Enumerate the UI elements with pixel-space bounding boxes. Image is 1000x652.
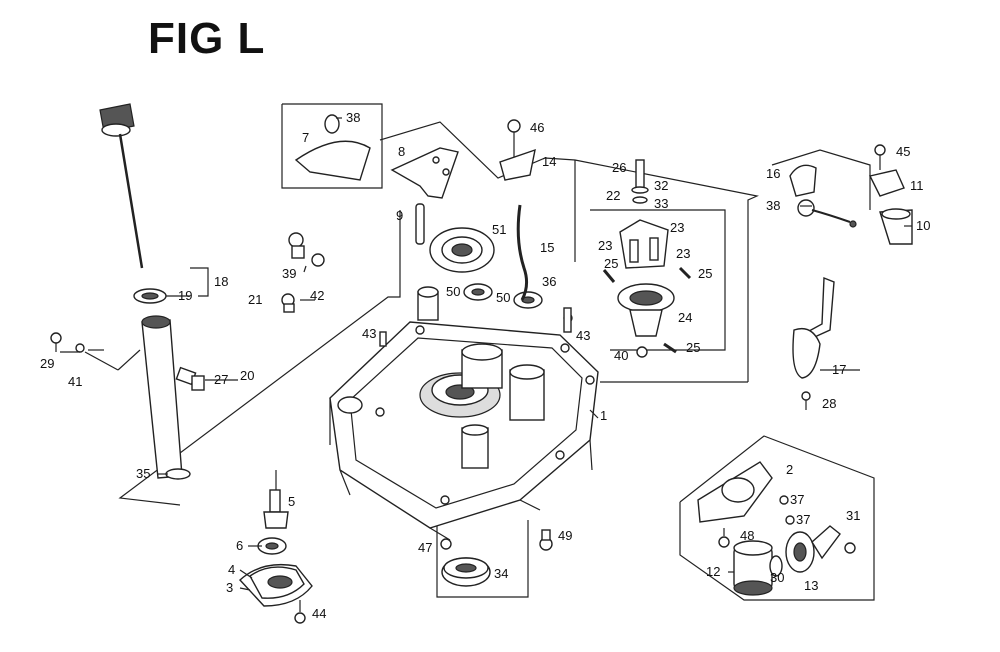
callout-36a: 36 [542, 274, 556, 289]
callout-28: 28 [822, 396, 836, 411]
callout-48: 48 [740, 528, 754, 543]
callout-32: 32 [654, 178, 668, 193]
callout-31: 31 [846, 508, 860, 523]
callout-39: 39 [282, 266, 296, 281]
governor-assembly [602, 159, 692, 358]
callout-14: 14 [542, 154, 556, 169]
callout-27: 27 [214, 372, 228, 387]
oil-filter-assembly [697, 461, 856, 596]
callout-26: 26 [612, 160, 626, 175]
crankcase-body [329, 321, 599, 541]
callout-44: 44 [312, 606, 326, 621]
callout-22: 22 [606, 188, 620, 203]
callout-45: 45 [896, 144, 910, 159]
oil-seal-assembly [379, 307, 573, 587]
cover-plate-assembly [239, 489, 313, 624]
callout-8: 8 [398, 144, 405, 159]
callout-11: 11 [910, 178, 924, 193]
callout-20: 20 [240, 368, 254, 383]
callout-38b: 38 [766, 198, 780, 213]
callout-29: 29 [40, 356, 54, 371]
leader-lines [60, 117, 912, 591]
group-boundaries [84, 103, 875, 601]
callout-51: 51 [492, 222, 506, 237]
solenoid-assembly [789, 144, 913, 245]
callout-43b: 43 [576, 328, 590, 343]
callout-34: 34 [494, 566, 508, 581]
callout-16: 16 [766, 166, 780, 181]
callout-37b: 37 [796, 512, 810, 527]
figure-title: FIG L [148, 14, 266, 63]
callout-38a: 38 [346, 110, 360, 125]
callout-43a: 43 [362, 326, 376, 341]
callout-41: 41 [68, 374, 82, 389]
callout-4: 4 [228, 562, 235, 577]
callout-47: 47 [418, 540, 432, 555]
callout-13: 13 [804, 578, 818, 593]
callout-9: 9 [396, 208, 403, 223]
callout-50b: 50 [496, 290, 510, 305]
callout-35: 35 [136, 466, 150, 481]
callout-30: 30 [770, 570, 784, 585]
callout-42: 42 [310, 288, 324, 303]
callout-46: 46 [530, 120, 544, 135]
callout-24: 24 [678, 310, 692, 325]
oil-filler-tube [141, 315, 205, 480]
callout-7: 7 [302, 130, 309, 145]
plate-8 [390, 147, 459, 245]
callout-15: 15 [540, 240, 554, 255]
callout-1: 1 [600, 408, 607, 423]
callout-25a: 25 [604, 256, 618, 271]
callout-12: 12 [706, 564, 720, 579]
callout-23c: 23 [676, 246, 690, 261]
callout-23a: 23 [670, 220, 684, 235]
callout-23b: 23 [598, 238, 612, 253]
bracket-7 [294, 114, 371, 181]
callout-50a: 50 [446, 284, 460, 299]
callout-17: 17 [832, 362, 846, 377]
bracket-14 [499, 119, 536, 301]
callout-25b: 25 [698, 266, 712, 281]
callout-21: 21 [248, 292, 262, 307]
callout-6: 6 [236, 538, 243, 553]
callout-49: 49 [558, 528, 572, 543]
callout-2: 2 [786, 462, 793, 477]
callout-37a: 37 [790, 492, 804, 507]
lever-17 [792, 276, 835, 410]
callout-3: 3 [226, 580, 233, 595]
callout-18: 18 [214, 274, 228, 289]
callout-25c: 25 [686, 340, 700, 355]
callout-40: 40 [614, 348, 628, 363]
bearings [417, 227, 543, 321]
oil-dipstick-assembly [99, 103, 167, 304]
callout-19: 19 [178, 288, 192, 303]
callout-5: 5 [288, 494, 295, 509]
callout-33: 33 [654, 196, 668, 211]
callout-labels: 1 2 3 4 5 6 7 8 9 10 11 12 13 14 15 16 1… [40, 110, 930, 621]
callout-10: 10 [916, 218, 930, 233]
